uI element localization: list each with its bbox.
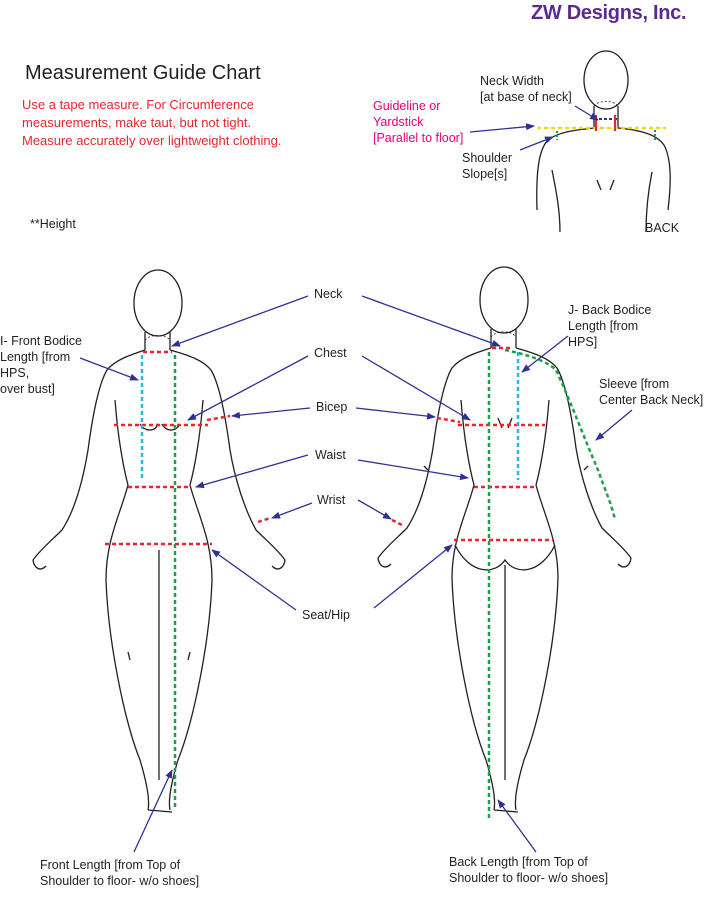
waist-arrow-front: [195, 454, 309, 489]
back-bicep-line: [436, 416, 461, 424]
back-view-label: BACK: [645, 221, 680, 235]
back-length-arrow: [497, 799, 537, 853]
bicep-label: Bicep: [316, 400, 348, 414]
chest-arrow-front: [187, 355, 309, 421]
front-bodice-arrow: [79, 357, 139, 381]
back-view-figure: [536, 50, 671, 233]
front-bodice-label: I- Front Bodice Length [from HPS, over b…: [0, 334, 82, 396]
chest-label: Chest: [314, 346, 347, 360]
sleeve-arrow: [595, 409, 633, 441]
chest-arrow-back: [361, 355, 471, 421]
guideline-arrow: [469, 123, 535, 133]
wrist-arrow-back: [357, 499, 392, 520]
bicep-arrow-front: [231, 407, 311, 419]
bicep-arrow-back: [355, 407, 436, 420]
neck-arrow-front: [171, 295, 309, 347]
wrist-label: Wrist: [317, 493, 346, 507]
neck-label: Neck: [314, 287, 343, 301]
front-neck-dotted: [144, 335, 171, 341]
height-label: **Height: [30, 217, 76, 231]
back-bodice-label: J- Back Bodice Length [from HPS]: [568, 303, 652, 349]
neck-arrow-back: [361, 295, 501, 347]
page-title: Measurement Guide Chart: [25, 62, 261, 84]
instruction-note: Use a tape measure. For Circumference me…: [22, 97, 282, 148]
waist-label: Waist: [315, 448, 346, 462]
front-length-arrow: [133, 769, 173, 853]
brand-logo: ZW Designs, Inc.: [531, 2, 687, 24]
sleeve-line: [504, 348, 617, 521]
back-length-label: Back Length [from Top of Shoulder to flo…: [449, 855, 609, 885]
wrist-arrow-front: [271, 502, 313, 519]
front-length-label: Front Length [from Top of Shoulder to fl…: [40, 858, 200, 888]
waist-arrow-back: [357, 459, 469, 481]
hip-arrow-back: [373, 544, 453, 609]
back-wrist-line: [391, 518, 405, 528]
back-figure: [377, 266, 632, 813]
front-bicep-line: [206, 414, 231, 422]
hip-arrow-front: [211, 549, 297, 611]
shoulder-slope-label: Shoulder Slope[s]: [462, 151, 513, 181]
neck-width-arrow: [574, 105, 599, 121]
sleeve-label: Sleeve [from Center Back Neck]: [599, 377, 704, 407]
back-bodice-arrow: [521, 335, 569, 373]
neck-dotted-base: [593, 101, 619, 107]
front-wrist-line: [257, 516, 271, 524]
guideline-label: Guideline or Yardstick [Parallel to floo…: [373, 99, 464, 145]
neck-width-label: Neck Width [at base of neck]: [480, 74, 572, 104]
shoulder-slope-arrow: [519, 136, 554, 151]
back-neck-dotted: [490, 331, 517, 338]
seat-hip-label: Seat/Hip: [302, 608, 350, 622]
